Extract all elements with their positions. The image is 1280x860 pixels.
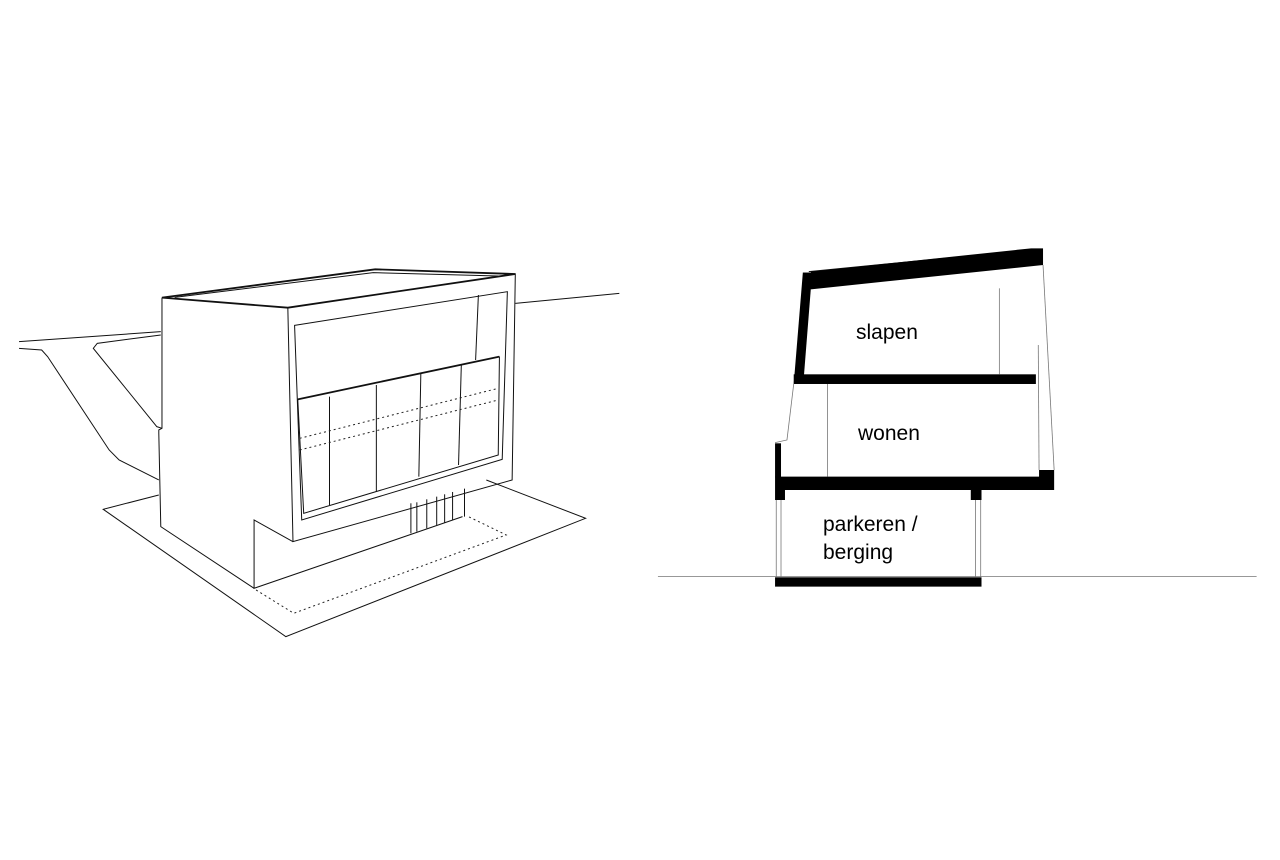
room-label-parkeren: parkeren /	[823, 513, 918, 536]
building-volume	[159, 269, 516, 588]
perspective-view	[19, 269, 619, 636]
road-lines	[19, 293, 619, 480]
section-view	[658, 248, 1257, 587]
room-label-wonen: wonen	[857, 422, 920, 445]
columns	[411, 489, 465, 534]
room-label-slapen: slapen	[856, 321, 918, 344]
room-label-berging: berging	[823, 541, 893, 564]
site-plot	[103, 480, 585, 637]
